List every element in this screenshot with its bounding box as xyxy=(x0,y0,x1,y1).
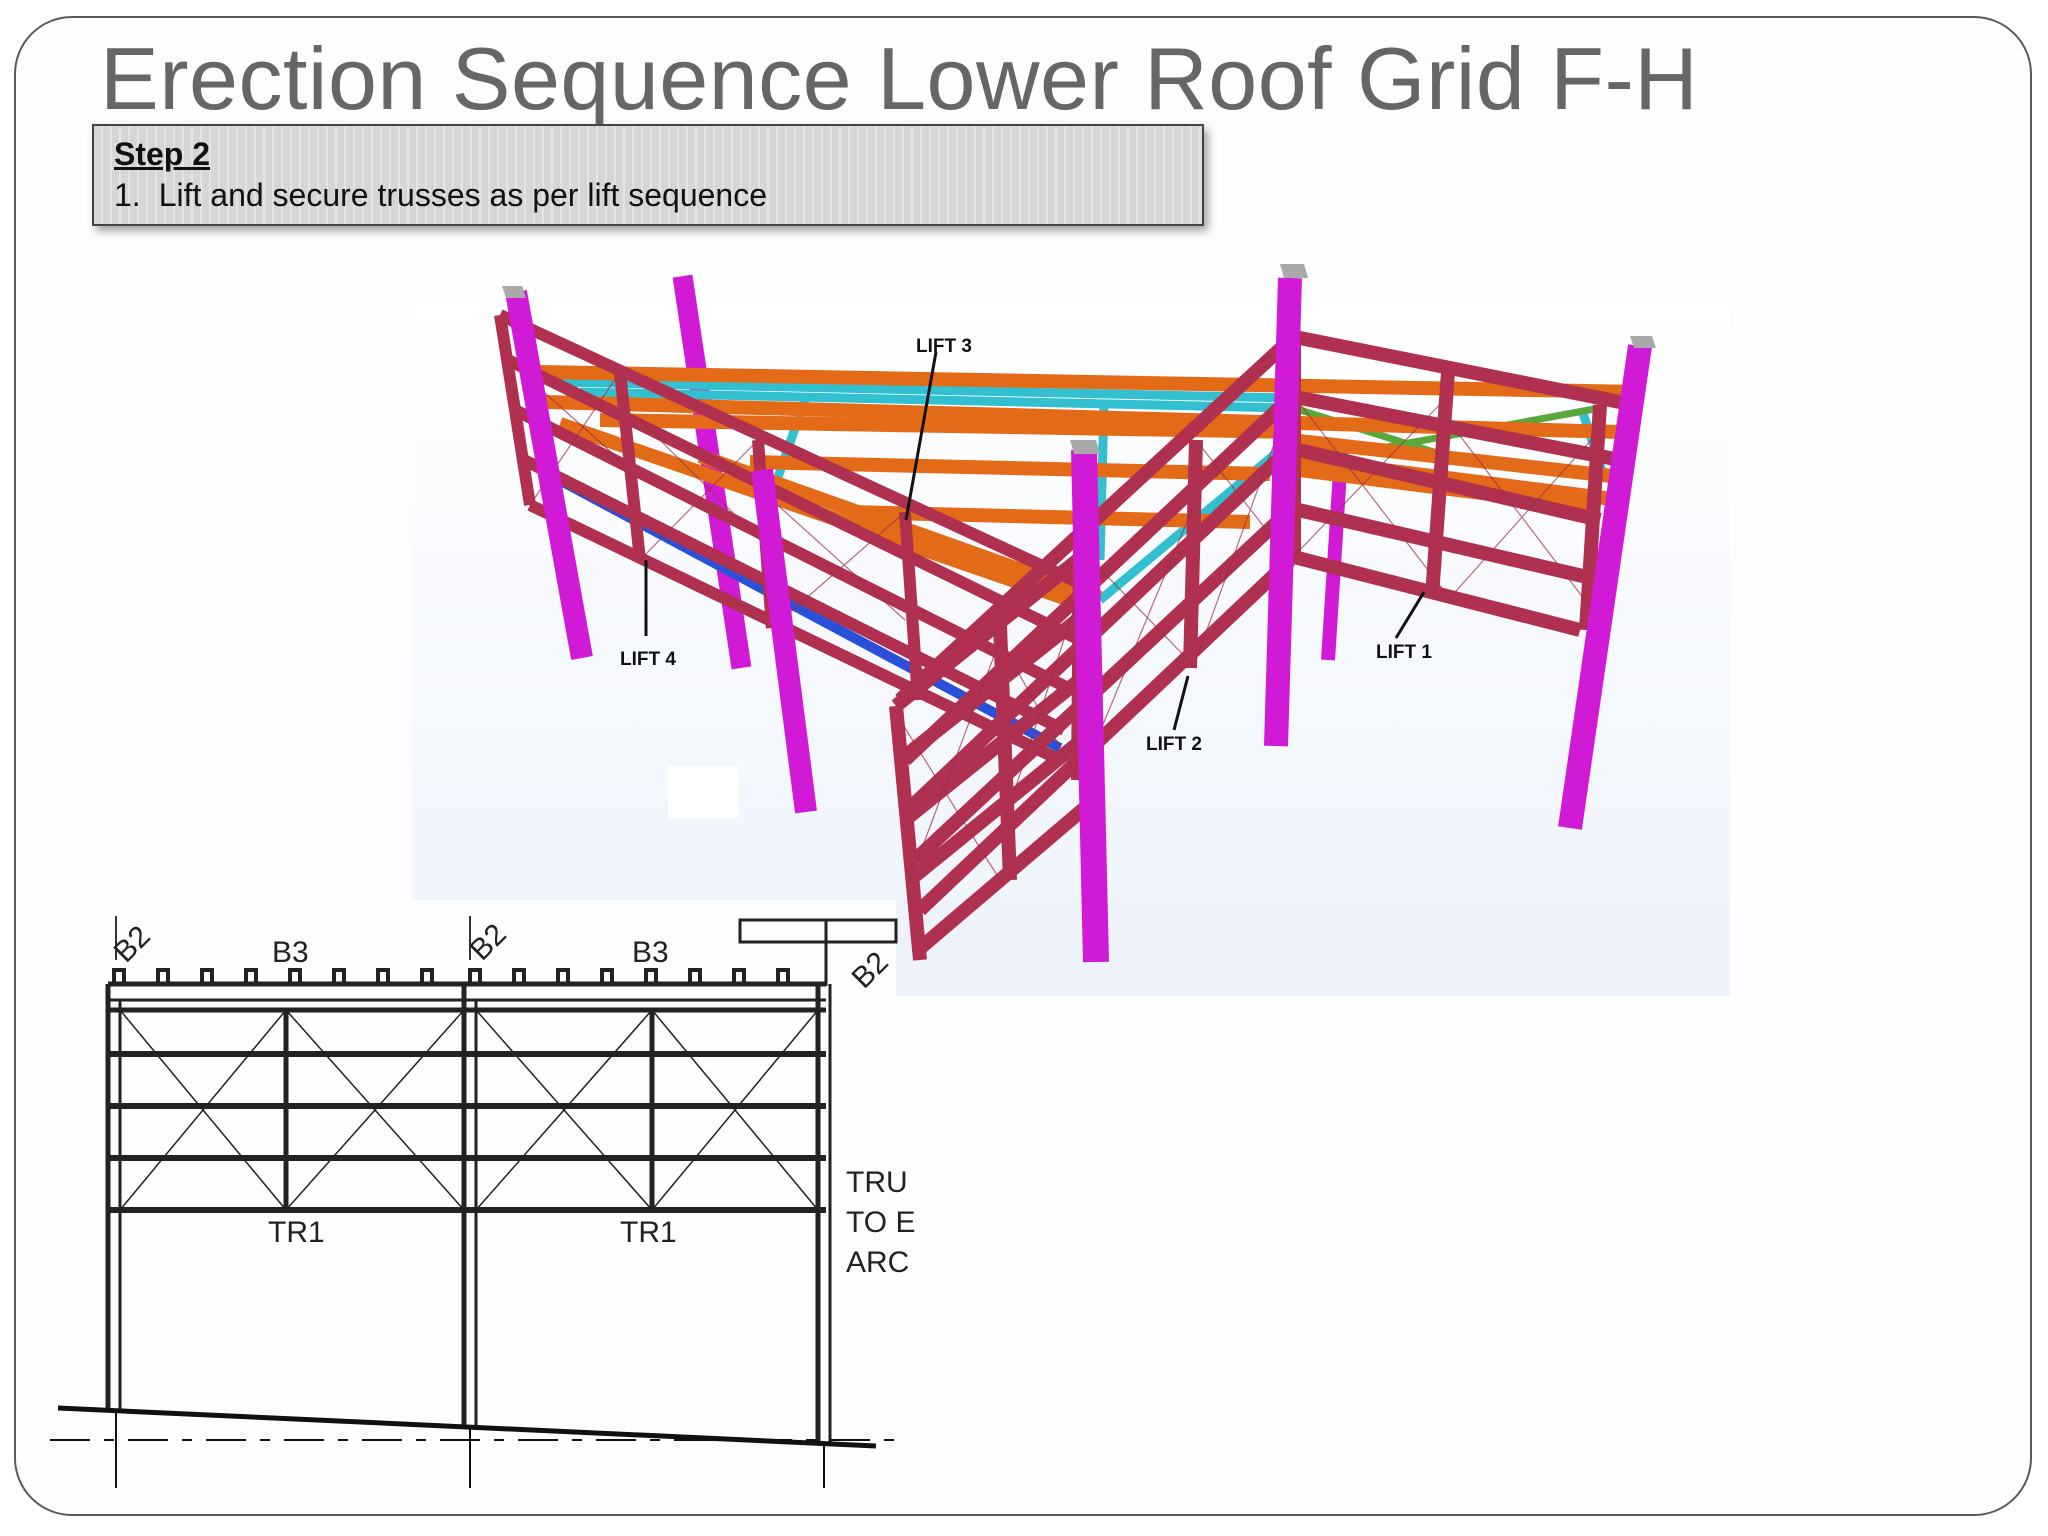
tr1-label-right: TR1 xyxy=(620,1216,677,1249)
step-item-number: 1. xyxy=(114,177,141,213)
lift-1-label: LIFT 1 xyxy=(1376,642,1432,663)
tr1-label-left: TR1 xyxy=(268,1216,325,1249)
white-patch xyxy=(668,766,738,818)
lift-3-label: LIFT 3 xyxy=(916,336,972,357)
truss-elevation-diagonals xyxy=(119,1009,819,1211)
note-line-2: TO E xyxy=(846,1206,915,1239)
b2-label-right: B2 xyxy=(846,946,895,995)
column-caps xyxy=(502,264,1656,454)
note-line-3: ARC xyxy=(846,1246,909,1279)
truss-lift-1-diagonals xyxy=(1293,395,1601,621)
step-heading: Step 2 xyxy=(114,136,211,172)
columns xyxy=(505,277,1652,963)
lift-4-label: LIFT 4 xyxy=(620,649,676,670)
step-list: 1. Lift and secure trusses as per lift s… xyxy=(114,177,1202,214)
top-chord-plate xyxy=(738,918,898,986)
grid-ticks xyxy=(115,916,471,960)
lift-leaders xyxy=(644,351,1426,731)
note-line-1: TRU xyxy=(846,1166,908,1199)
b3-label-right: B3 xyxy=(632,936,669,969)
step-callout-box: Step 2 1. Lift and secure trusses as per… xyxy=(92,124,1204,226)
model-render-background-lower xyxy=(896,900,1730,996)
b2-label-middle: B2 xyxy=(464,918,513,967)
truss-lift-4-diagonals xyxy=(507,359,906,629)
b3-label-left: B3 xyxy=(272,936,309,969)
step-item-text: Lift and secure trusses as per lift sequ… xyxy=(158,177,768,213)
slide-title: Erection Sequence Lower Roof Grid F-H xyxy=(100,29,1699,128)
ground-line xyxy=(50,1405,896,1488)
lift-2-label: LIFT 2 xyxy=(1146,734,1202,755)
step-list-item: 1. Lift and secure trusses as per lift s… xyxy=(114,177,1202,214)
truss-elevation-frame xyxy=(105,981,832,1444)
